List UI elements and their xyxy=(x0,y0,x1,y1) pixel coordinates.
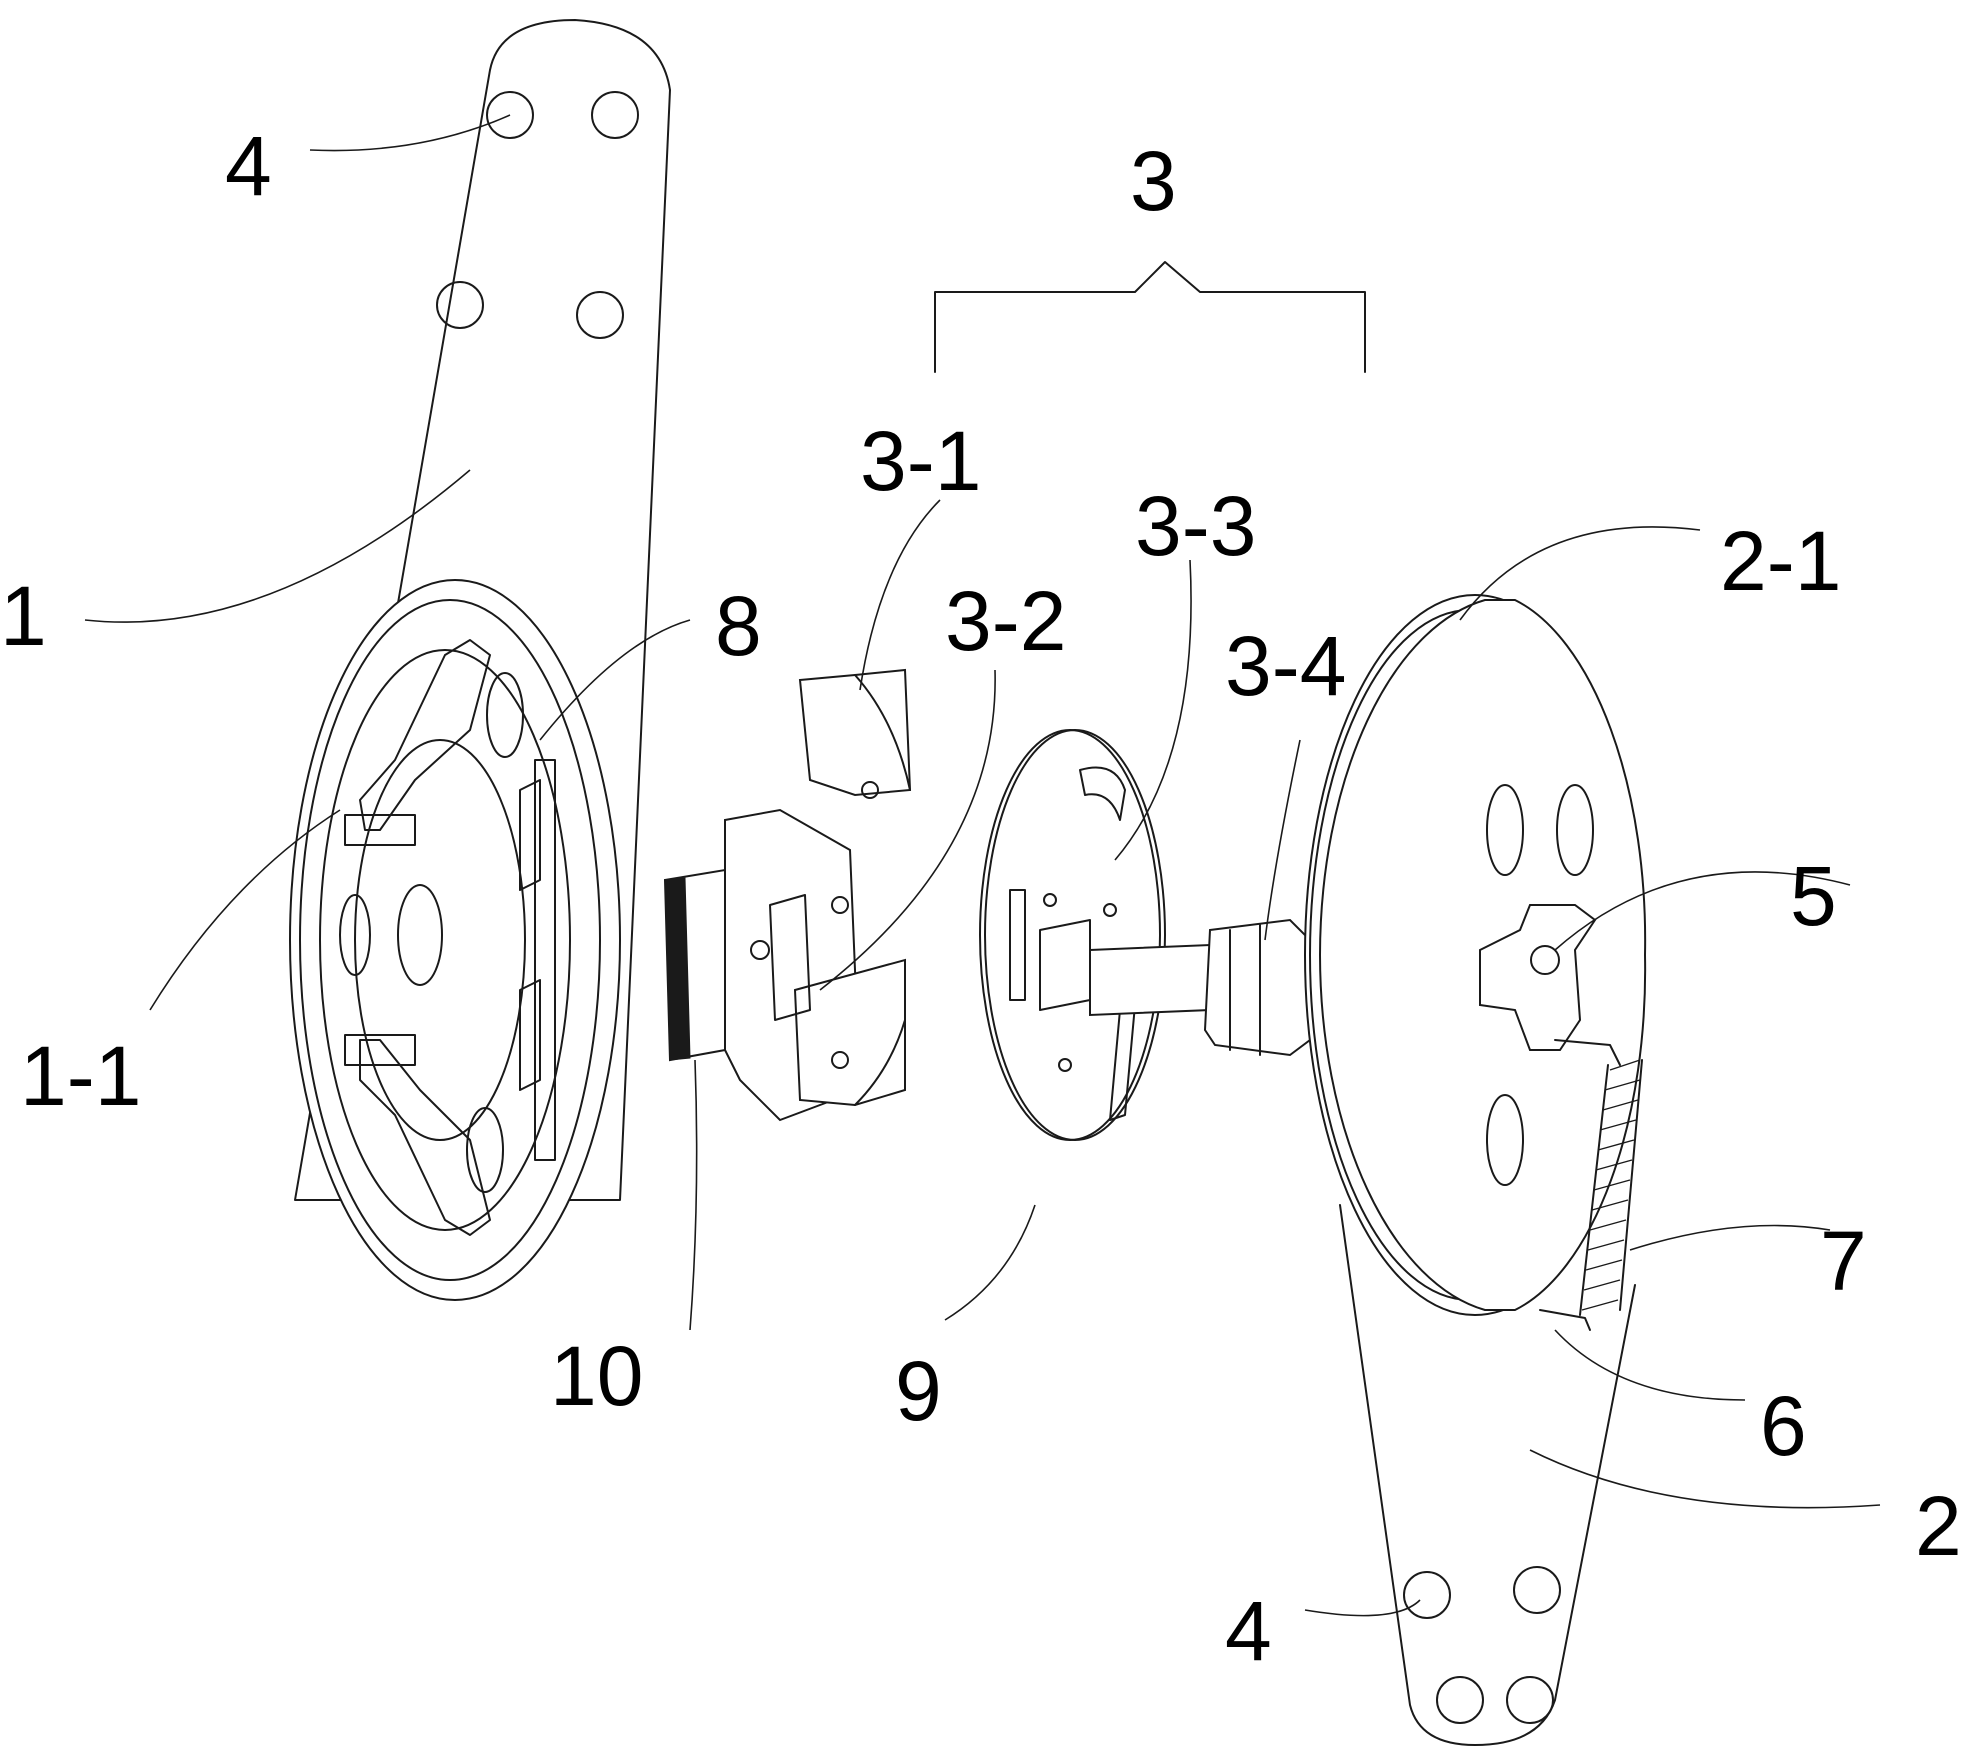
left-disc xyxy=(290,580,620,1300)
label-part-3-4: 3-4 xyxy=(1225,619,1346,713)
label-part-3-3: 3-3 xyxy=(1135,479,1256,573)
label-part-9: 9 xyxy=(895,1344,942,1438)
label-part-8: 8 xyxy=(715,579,762,673)
label-part-4-bottom: 4 xyxy=(1225,1584,1272,1678)
label-part-3-1: 3-1 xyxy=(860,414,981,508)
label-part-2: 2 xyxy=(1915,1479,1962,1573)
label-part-3-2: 3-2 xyxy=(945,574,1066,668)
label-part-4-top: 4 xyxy=(225,119,272,213)
label-part-6: 6 xyxy=(1760,1379,1807,1473)
label-part-3: 3 xyxy=(1130,134,1177,228)
label-part-7: 7 xyxy=(1820,1214,1867,1308)
right-disc xyxy=(1305,595,1645,1315)
pawl-assembly xyxy=(725,670,910,1120)
centre-plate xyxy=(980,730,1165,1140)
toothed-block xyxy=(665,870,725,1060)
label-part-5: 5 xyxy=(1790,849,1837,943)
label-part-1-1: 1-1 xyxy=(20,1029,141,1123)
label-part-1: 1 xyxy=(0,569,47,663)
label-part-10: 10 xyxy=(550,1329,643,1423)
group-bracket-3 xyxy=(935,262,1365,372)
label-part-2-1: 2-1 xyxy=(1720,514,1841,608)
